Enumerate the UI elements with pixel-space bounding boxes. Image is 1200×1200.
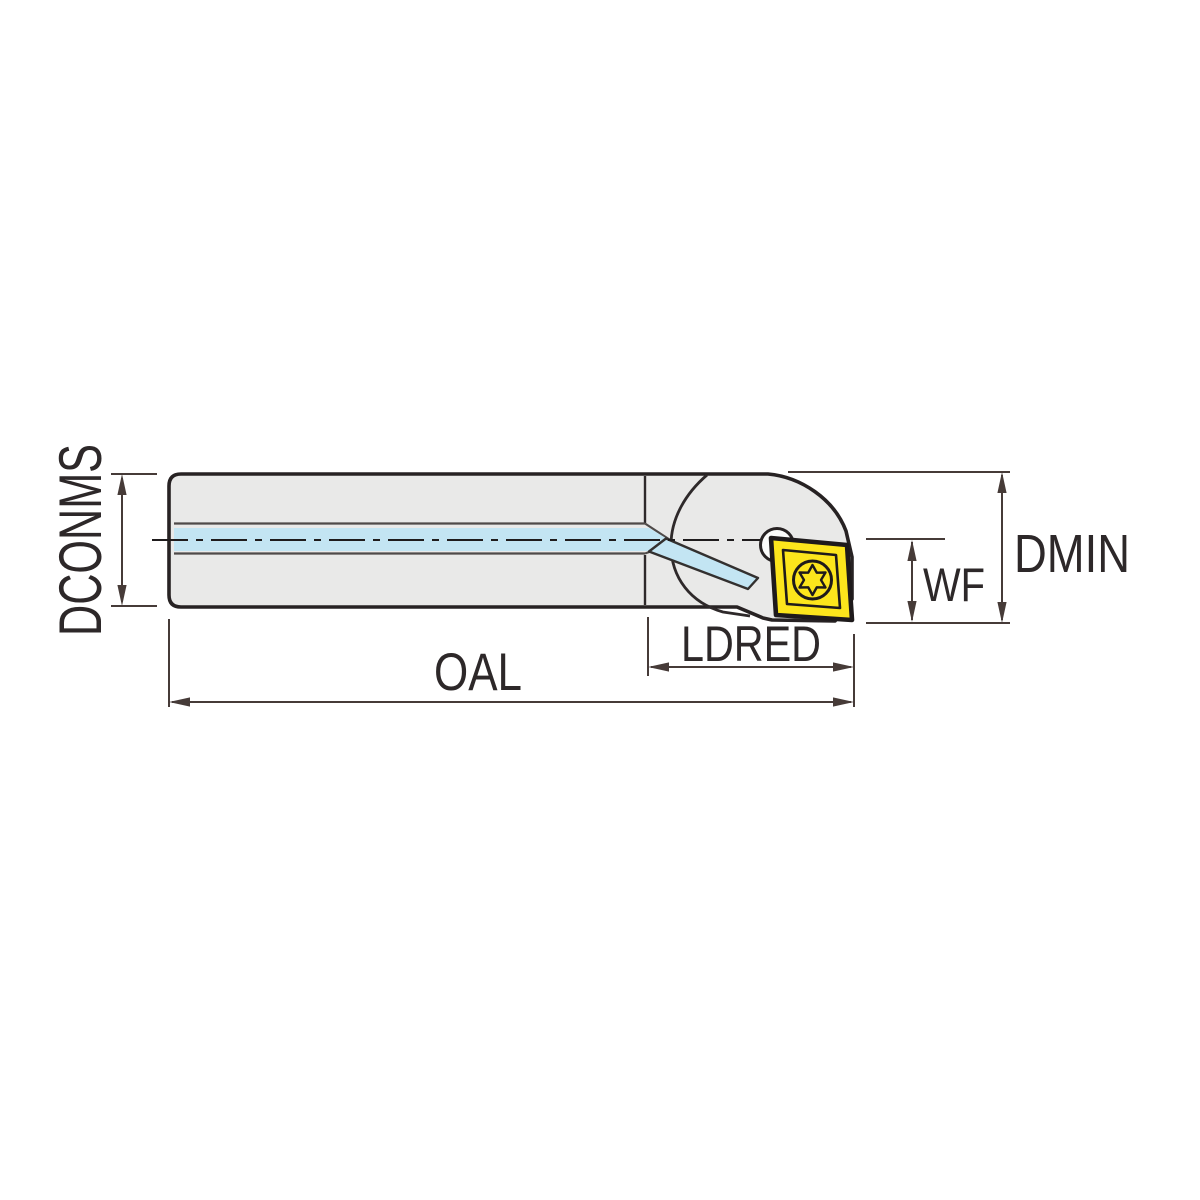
torx-screw-icon: [798, 563, 827, 597]
dim-oal: [168, 619, 855, 707]
coolant-nozzle: [647, 537, 760, 591]
label-oal: OAL: [434, 643, 522, 702]
arrow-left-icon: [648, 662, 669, 672]
arrow-down-icon: [907, 601, 917, 622]
insert-inner-edge: [781, 548, 842, 610]
dim-wf: [866, 538, 945, 622]
label-dmin: DMIN: [1014, 524, 1130, 584]
label-ldred: LDRED: [681, 616, 821, 672]
label-wf: WF: [923, 558, 985, 611]
coolant-bore-lines: [174, 522, 672, 555]
arrow-up-icon: [907, 540, 917, 561]
arrow-up-icon: [117, 474, 127, 495]
arrow-right-icon: [833, 662, 854, 672]
dim-ldred: [647, 617, 854, 676]
arrow-right-icon: [833, 697, 854, 707]
arrow-down-icon: [997, 602, 1007, 623]
dim-dconms: [111, 473, 157, 607]
insert-outline: [768, 535, 855, 623]
label-dconms: DCONMS: [47, 444, 114, 636]
arrow-up-icon: [997, 472, 1007, 493]
screw-head: [792, 559, 833, 601]
arrow-down-icon: [117, 585, 127, 606]
cutting-insert: [768, 535, 855, 623]
dim-dmin: [788, 471, 1010, 624]
tool-body: [152, 472, 854, 623]
arrow-left-icon: [169, 697, 190, 707]
